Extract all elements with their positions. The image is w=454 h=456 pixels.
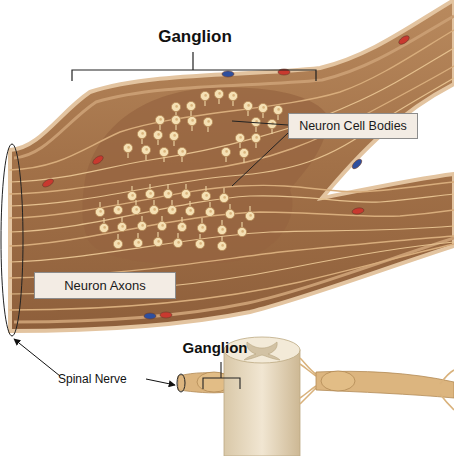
cell-body (197, 218, 206, 233)
cell-body (145, 184, 154, 199)
cell-body (177, 217, 186, 232)
cell-body (153, 232, 162, 247)
nerve-root (316, 371, 454, 398)
cell-body (185, 201, 194, 216)
cell-body (239, 148, 248, 163)
structure-label: Ganglion (120, 27, 270, 47)
cell-body (137, 129, 146, 144)
cell-body (201, 186, 210, 201)
cell-body (205, 202, 214, 217)
cell-body (217, 220, 226, 235)
cell-body (237, 222, 246, 237)
cell-body (225, 204, 234, 219)
cell-body (163, 184, 172, 199)
cell-body (117, 217, 126, 232)
cell-body (245, 206, 254, 221)
cell-body (258, 103, 267, 118)
cell-body (153, 130, 162, 145)
vein (144, 313, 156, 319)
cell-body (157, 216, 166, 231)
cell-body (141, 145, 150, 160)
nerve-bundle (10, 0, 454, 331)
cell-body (251, 133, 260, 148)
callout-text: Neuron Axons (60, 278, 150, 293)
spinal-cord (224, 350, 300, 456)
rootlets (300, 358, 316, 404)
cell-body (131, 200, 140, 215)
cell-body (251, 117, 260, 132)
cell-body (235, 133, 244, 148)
cell-body (267, 119, 276, 134)
bracket (72, 52, 316, 81)
cell-body (113, 234, 122, 249)
structure-label: Spinal Nerve (58, 372, 148, 386)
nerve-branch (440, 370, 454, 410)
cell-body (203, 117, 212, 132)
cell-body (123, 143, 132, 158)
cell-body (228, 91, 237, 106)
bracket (203, 362, 240, 389)
pointer-arrow (14, 339, 60, 376)
cell-body (167, 200, 176, 215)
pointer-arrow (146, 379, 175, 385)
axon-lines (10, 30, 454, 310)
vein (351, 158, 364, 171)
cell-bodies (123, 89, 282, 163)
cell-body (173, 233, 182, 248)
artery (41, 177, 54, 188)
artery (352, 207, 365, 215)
artery (397, 34, 410, 46)
artery (160, 312, 172, 318)
cell-body (113, 200, 122, 215)
cell-body (171, 102, 180, 117)
cell-body (243, 101, 252, 116)
leader-line (232, 121, 288, 186)
cell-body (137, 216, 146, 231)
cell-body (273, 105, 282, 120)
vein (222, 71, 234, 77)
cell-body (221, 147, 230, 162)
cell-body (159, 147, 168, 162)
cell-body (149, 200, 158, 215)
cell-body (171, 115, 180, 130)
callout-box: Neuron Cell Bodies (288, 113, 418, 139)
cell-body (217, 236, 226, 251)
cell-body (95, 202, 104, 217)
artery (91, 154, 104, 166)
cell-body (214, 89, 223, 104)
root-ganglion (321, 371, 355, 391)
section-outline (1, 144, 23, 336)
callout-box: Neuron Axons (34, 272, 176, 299)
gray-matter (244, 342, 280, 360)
cell-body (99, 218, 108, 233)
cell-body (186, 101, 195, 116)
cell-body (127, 186, 136, 201)
section-outline (177, 374, 185, 392)
structure-label: Ganglion (160, 339, 270, 356)
cell-bodies (95, 184, 254, 251)
cell-body (133, 233, 142, 248)
cell-body (200, 91, 209, 106)
cell-body (169, 131, 178, 146)
callout-text: Neuron Cell Bodies (295, 119, 411, 133)
cell-body (195, 234, 204, 249)
cell-body (177, 147, 186, 162)
cell-body (187, 116, 196, 131)
cell-body (219, 188, 228, 203)
cell-body (181, 184, 190, 199)
cell-body (155, 115, 164, 130)
